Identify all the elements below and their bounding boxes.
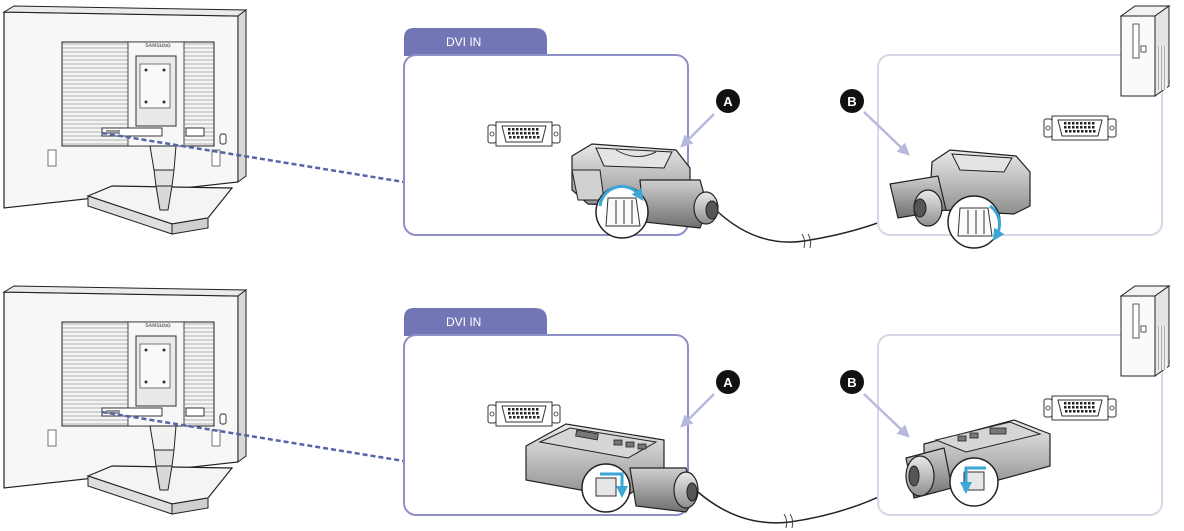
rotate-arrow-icon bbox=[600, 472, 628, 498]
dvi-link-dashed-line bbox=[101, 131, 405, 184]
rotate-arrow-icon bbox=[598, 185, 644, 207]
cable-break-icon bbox=[801, 233, 812, 249]
dvi-connector-icon bbox=[525, 423, 699, 513]
connection-panel-clip: SAMSUNG DVI IN bbox=[3, 285, 1170, 529]
dvi-link-dashed-line bbox=[101, 410, 405, 463]
pointer-arrow-a bbox=[680, 113, 715, 148]
pointer-arrow-b bbox=[863, 393, 910, 438]
connection-panel-screw: SAMSUNG DVI IN bbox=[3, 5, 1170, 249]
marker-a-label: A bbox=[723, 375, 733, 390]
dvi-in-tab-label: DVI IN bbox=[446, 35, 481, 49]
cable-break-icon bbox=[783, 513, 794, 529]
marker-a bbox=[716, 89, 740, 113]
dvi-connector-icon bbox=[571, 143, 719, 239]
pointer-arrow-a bbox=[680, 393, 715, 428]
dvi-connector-icon bbox=[889, 149, 1031, 249]
marker-b bbox=[840, 370, 864, 394]
dvi-in-tab bbox=[404, 308, 547, 336]
monitor-brand-label: SAMSUNG bbox=[145, 43, 171, 49]
dvi-port-icon bbox=[487, 401, 561, 427]
monitor-brand-label: SAMSUNG bbox=[145, 323, 171, 329]
marker-a bbox=[716, 370, 740, 394]
dvi-port-icon bbox=[487, 121, 561, 147]
monitor-back-icon bbox=[3, 285, 247, 515]
pc-tower-icon bbox=[1120, 5, 1170, 97]
marker-b bbox=[840, 89, 864, 113]
rotate-arrow-icon bbox=[960, 466, 986, 494]
dvi-in-tab bbox=[404, 28, 547, 56]
pc-tower-icon bbox=[1120, 285, 1170, 377]
pointer-arrow-b bbox=[863, 111, 910, 156]
dvi-port-icon bbox=[1043, 115, 1117, 141]
rotate-arrow-icon bbox=[989, 204, 1005, 242]
marker-b-label: B bbox=[847, 94, 856, 109]
marker-b-label: B bbox=[847, 375, 856, 390]
dvi-port-icon bbox=[1043, 395, 1117, 421]
marker-a-label: A bbox=[723, 94, 733, 109]
dvi-connector-icon bbox=[905, 419, 1051, 507]
monitor-back-icon bbox=[3, 5, 247, 235]
dvi-in-tab-label: DVI IN bbox=[446, 315, 481, 329]
